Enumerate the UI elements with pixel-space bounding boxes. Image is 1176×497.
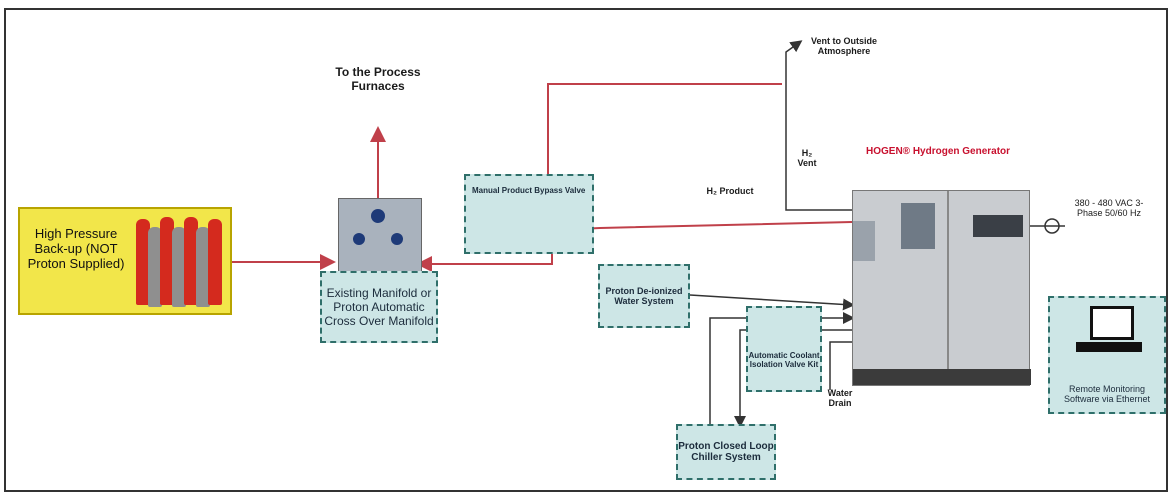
water-drain-label: Water Drain [827, 388, 853, 409]
power-label: 380 - 480 VAC 3-Phase 50/60 Hz [1074, 198, 1144, 219]
gas-cylinder-icon [184, 217, 198, 305]
hydrogen-generator-icon [852, 190, 1031, 386]
gas-cylinder-icon [160, 217, 174, 305]
gas-cylinder-icon [148, 227, 162, 307]
gas-cylinder-icon [208, 219, 222, 305]
to-furnaces-label: To the Process Furnaces [335, 65, 421, 93]
gas-cylinder-icon [196, 227, 210, 307]
h2-product-label: H₂ Product [706, 186, 754, 196]
manifold-box: Existing Manifold or Proton Automatic Cr… [320, 271, 438, 343]
remote-monitoring-box: Remote Monitoring Software via Ethernet [1048, 296, 1166, 414]
vent-outside-label: Vent to Outside Atmosphere [810, 36, 877, 57]
high-pressure-backup: High Pressure Back-up (NOT Proton Suppli… [18, 207, 232, 315]
computer-monitor-icon [1090, 306, 1134, 340]
bypass-line [547, 83, 782, 218]
hogen-title: HOGEN® Hydrogen Generator [866, 146, 1011, 157]
drain-line [829, 341, 852, 390]
vent-line [785, 40, 852, 211]
water-system-box: Proton De-ionized Water System [598, 264, 690, 328]
high-pressure-label: High Pressure Back-up (NOT Proton Suppli… [27, 226, 125, 271]
bypass-valve-box: Manual Product Bypass Valve [464, 174, 594, 254]
manifold-icon [338, 198, 422, 272]
gas-cylinder-icon [136, 219, 150, 305]
remote-monitoring-label: Remote Monitoring Software via Ethernet [1063, 384, 1151, 404]
h2-vent-label: H₂ Vent [797, 148, 817, 169]
keyboard-icon [1076, 342, 1142, 352]
water-line [689, 294, 855, 311]
gas-cylinder-icon [172, 227, 186, 307]
diagram-frame [4, 8, 1168, 492]
coolant-kit-box: Automatic Coolant Isolation Valve Kit [746, 306, 822, 392]
chiller-box: Proton Closed Loop Chiller System [676, 424, 776, 480]
product-line [557, 221, 853, 231]
power-switch-icon [1044, 218, 1060, 234]
